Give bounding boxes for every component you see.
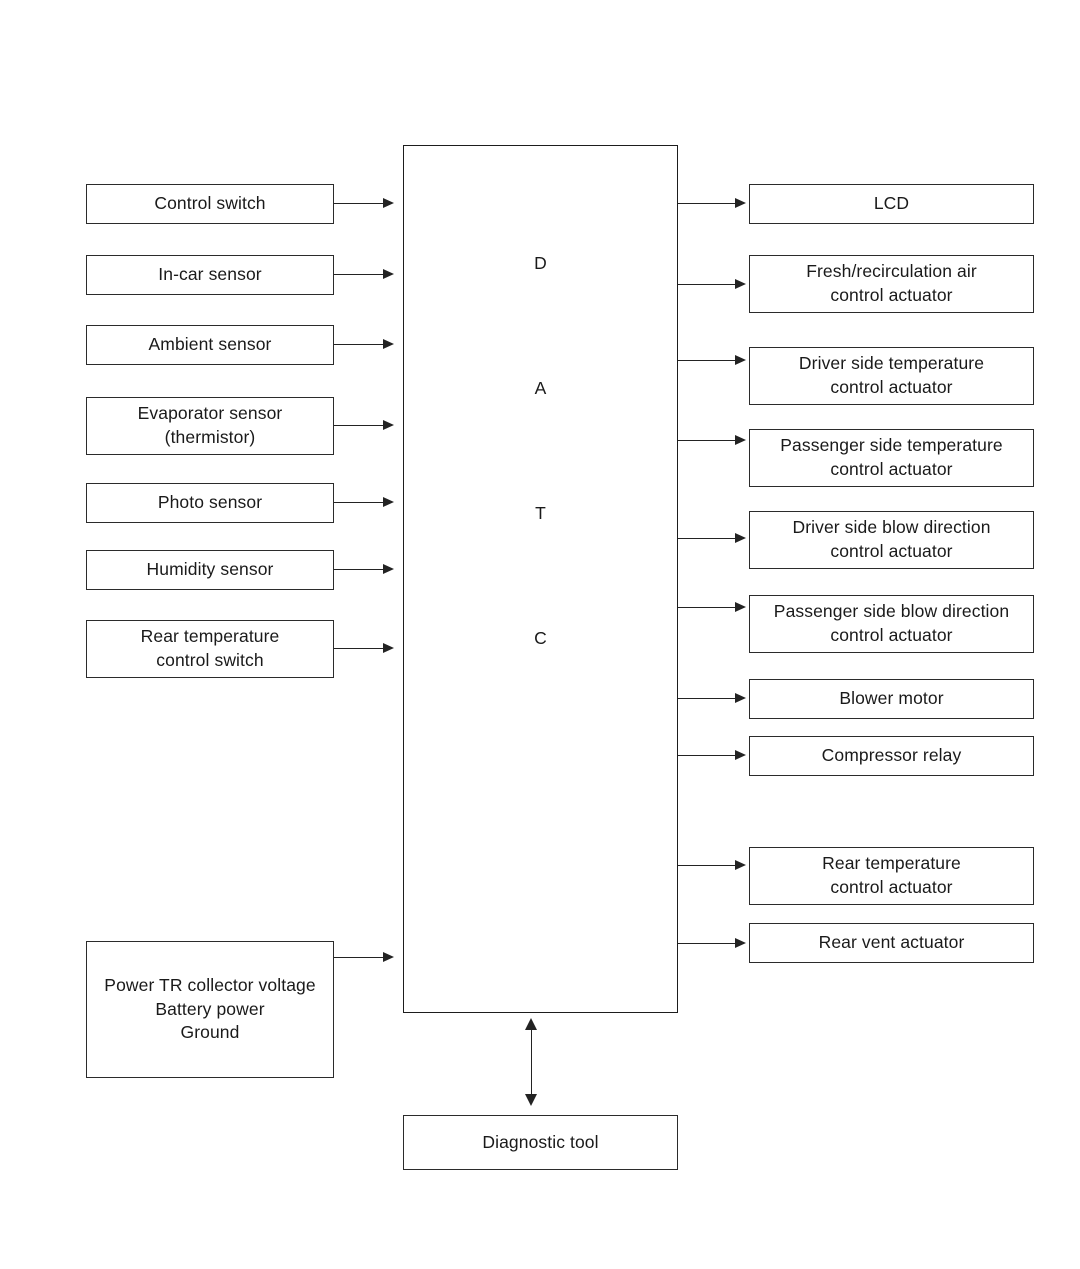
output-arrow-line xyxy=(678,284,736,285)
input-arrow-line xyxy=(334,425,384,426)
output-node-label: LCD xyxy=(873,193,910,214)
datc-letter-t: T xyxy=(535,503,546,523)
output-node-label: Compressor relay xyxy=(821,745,962,766)
datc-control-unit[interactable]: D A T C xyxy=(403,145,678,1013)
output-arrow-head xyxy=(735,533,746,543)
input-arrow-line xyxy=(334,957,384,958)
input-node-label: Humidity sensor xyxy=(146,559,274,580)
input-node-label: Evaporator sensor(thermistor) xyxy=(137,403,283,447)
output-arrow-head xyxy=(735,860,746,870)
output-arrow-line xyxy=(678,865,736,866)
output-arrow-head xyxy=(735,435,746,445)
output-arrow-line xyxy=(678,440,736,441)
input-node-label: Photo sensor xyxy=(157,492,263,513)
output-arrow-head xyxy=(735,198,746,208)
output-arrow-line xyxy=(678,698,736,699)
input-node-in-car-sensor[interactable]: In-car sensor xyxy=(86,255,334,295)
input-node-humidity-sensor[interactable]: Humidity sensor xyxy=(86,550,334,590)
node-diagnostic-tool[interactable]: Diagnostic tool xyxy=(403,1115,678,1170)
output-arrow-head xyxy=(735,693,746,703)
input-arrow-line xyxy=(334,648,384,649)
input-node-label: In-car sensor xyxy=(158,264,262,285)
input-arrow-head xyxy=(383,198,394,208)
input-arrow-head xyxy=(383,269,394,279)
input-node-label: Ambient sensor xyxy=(148,334,272,355)
input-arrow-line xyxy=(334,502,384,503)
input-node-evaporator-sensor[interactable]: Evaporator sensor(thermistor) xyxy=(86,397,334,455)
input-arrow-line xyxy=(334,203,384,204)
diagnostic-tool-label: Diagnostic tool xyxy=(482,1131,599,1152)
input-arrow-head xyxy=(383,564,394,574)
output-node-rear-vent-actuator[interactable]: Rear vent actuator xyxy=(749,923,1034,963)
diagnostic-arrow-head-up xyxy=(525,1018,537,1030)
output-node-lcd[interactable]: LCD xyxy=(749,184,1034,224)
output-arrow-line xyxy=(678,943,736,944)
input-arrow-line xyxy=(334,344,384,345)
datc-letter-d: D xyxy=(534,253,547,273)
output-arrow-line xyxy=(678,203,736,204)
input-arrow-line xyxy=(334,569,384,570)
output-arrow-line xyxy=(678,755,736,756)
input-node-ambient-sensor[interactable]: Ambient sensor xyxy=(86,325,334,365)
datc-letter-a: A xyxy=(534,378,547,398)
input-arrow-head xyxy=(383,420,394,430)
input-arrow-head xyxy=(383,497,394,507)
input-node-label: Control switch xyxy=(154,193,266,214)
input-arrow-head xyxy=(383,952,394,962)
output-arrow-line xyxy=(678,360,736,361)
input-arrow-head xyxy=(383,643,394,653)
output-arrow-head xyxy=(735,279,746,289)
diagnostic-arrow-line xyxy=(531,1028,532,1096)
input-arrow-line xyxy=(334,274,384,275)
input-node-photo-sensor[interactable]: Photo sensor xyxy=(86,483,334,523)
input-node-control-switch[interactable]: Control switch xyxy=(86,184,334,224)
datc-letter-c: C xyxy=(534,628,547,648)
output-node-label: Rear vent actuator xyxy=(818,932,965,953)
output-arrow-line xyxy=(678,607,736,608)
output-node-compressor-relay[interactable]: Compressor relay xyxy=(749,736,1034,776)
output-node-blower-motor[interactable]: Blower motor xyxy=(749,679,1034,719)
diagnostic-arrow-head-down xyxy=(525,1094,537,1106)
output-arrow-line xyxy=(678,538,736,539)
output-arrow-head xyxy=(735,938,746,948)
output-arrow-head xyxy=(735,602,746,612)
output-arrow-head xyxy=(735,750,746,760)
output-node-label: Blower motor xyxy=(839,688,944,709)
input-arrow-head xyxy=(383,339,394,349)
output-arrow-head xyxy=(735,355,746,365)
